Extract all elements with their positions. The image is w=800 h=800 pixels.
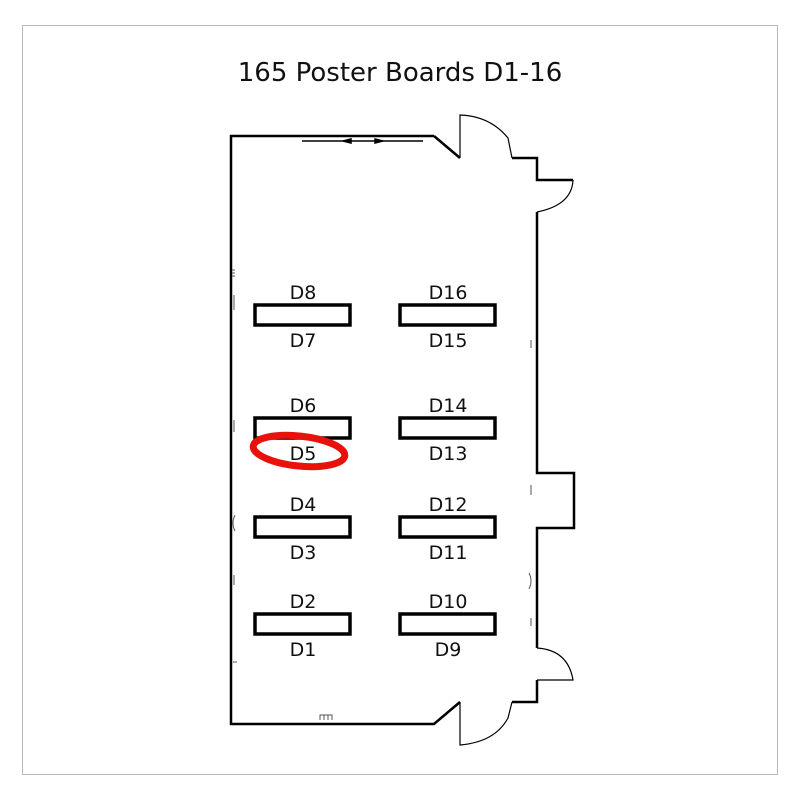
sliding-partition: [302, 138, 423, 144]
board-label-D12: D12: [429, 494, 468, 516]
poster-board-D16-D15: [398, 303, 497, 327]
doors: [459, 114, 574, 746]
board-label-D16: D16: [429, 282, 468, 304]
board-label-D13: D13: [429, 443, 468, 465]
floor-plan-title: 165 Poster Boards D1-16: [237, 58, 563, 88]
board-label-D6: D6: [290, 395, 317, 417]
poster-board-D14-D13: [398, 416, 497, 440]
board-label-D15: D15: [429, 330, 468, 352]
poster-board-D4-D3: [253, 515, 352, 539]
board-label-D2: D2: [290, 591, 317, 613]
board-label-D5: D5: [290, 443, 317, 465]
board-label-D4: D4: [290, 494, 317, 516]
room-walls: [229, 134, 576, 726]
poster-board-D12-D11: [398, 515, 497, 539]
door-top-left: [459, 114, 513, 159]
board-label-D9: D9: [435, 639, 462, 661]
door-top-right: [536, 179, 574, 213]
highlight-circle: [249, 431, 349, 471]
poster-board-D2-D1: [253, 612, 352, 636]
board-label-D10: D10: [429, 591, 468, 613]
door-bottom-left: [459, 701, 513, 746]
board-label-D11: D11: [429, 542, 468, 564]
image-frame: [22, 25, 778, 775]
poster-board-D10-D9: [398, 612, 497, 636]
door-bottom-right: [536, 647, 574, 681]
board-label-D7: D7: [290, 330, 317, 352]
wall-fixtures: [232, 269, 532, 720]
board-label-D3: D3: [290, 542, 317, 564]
poster-board-D8-D7: [253, 303, 352, 327]
board-label-D8: D8: [290, 282, 317, 304]
board-label-D1: D1: [290, 639, 317, 661]
board-label-D14: D14: [429, 395, 468, 417]
